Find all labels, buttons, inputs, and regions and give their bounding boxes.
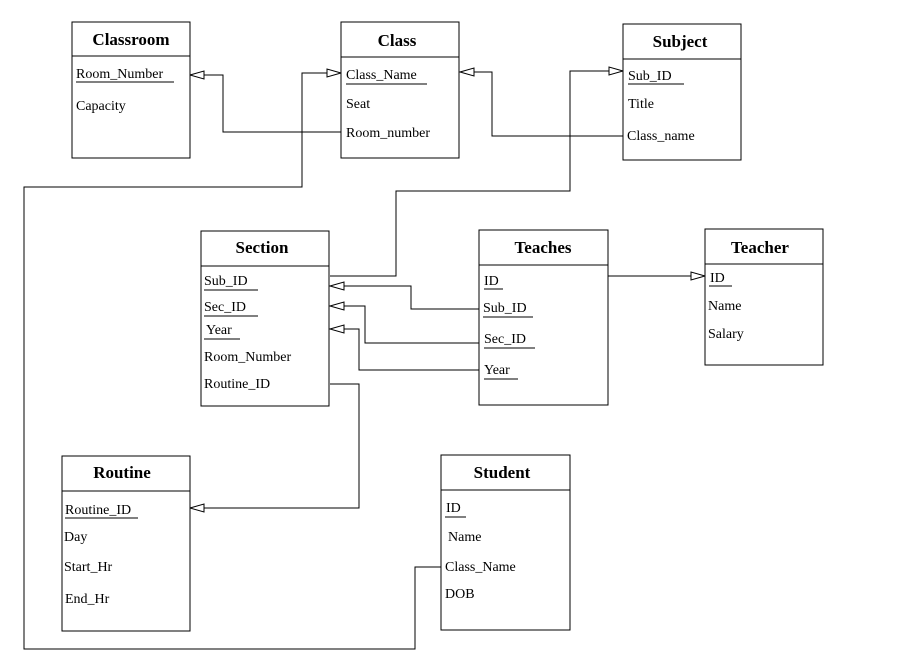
entity-title: Teacher	[731, 238, 789, 257]
attribute-sec-id: Sec_ID	[484, 332, 526, 347]
arrowhead-section-sec-id	[328, 301, 345, 311]
entity-section: Section Sub_ID Sec_ID Year Room_Number R…	[200, 230, 330, 407]
attribute-sub-id: Sub_ID	[204, 274, 248, 289]
arrowhead-class-from-subject	[458, 67, 475, 77]
entity-teaches: Teaches ID Sub_ID Sec_ID Year	[478, 229, 609, 406]
attribute-id: ID	[446, 501, 461, 516]
entity-title: Classroom	[92, 30, 169, 49]
entity-title: Routine	[93, 463, 151, 482]
attribute-day: Day	[64, 530, 87, 545]
rel-section-routine-to-routine	[197, 383, 360, 509]
attribute-id: ID	[710, 271, 725, 286]
attribute-sub-id: Sub_ID	[483, 301, 527, 316]
entity-title: Class	[378, 31, 417, 50]
attribute-name: Name	[708, 299, 741, 314]
entity-routine: Routine Routine_ID Day Start_Hr End_Hr	[61, 455, 191, 632]
arrowhead-section-sub-id	[328, 281, 345, 291]
attribute-class-name: Class_Name	[346, 68, 417, 83]
entity-title: Teaches	[515, 238, 572, 257]
entity-student: Student ID Name Class_Name DOB	[440, 454, 571, 631]
attribute-sec-id: Sec_ID	[204, 300, 246, 315]
rel-section-subid-to-subject	[330, 70, 617, 277]
entity-classroom: Classroom Room_Number Capacity	[71, 21, 191, 159]
attribute-name: Name	[448, 530, 481, 545]
entity-teacher: Teacher ID Name Salary	[704, 228, 824, 366]
attribute-id: ID	[484, 274, 499, 289]
arrowhead-routine-id	[188, 503, 205, 513]
attribute-capacity: Capacity	[76, 99, 126, 114]
arrowhead-section-year	[328, 324, 345, 334]
rel-subject-classname-to-class	[467, 71, 623, 137]
attribute-sub-id: Sub_ID	[628, 69, 672, 84]
arrowhead-classroom-room-number	[188, 70, 205, 80]
attribute-routine-id: Routine_ID	[65, 503, 131, 518]
rel-teaches-secid-to-section	[337, 305, 479, 344]
attribute-class-name: Class_name	[627, 129, 695, 144]
entity-title: Section	[236, 238, 289, 257]
attribute-start-hr: Start_Hr	[64, 560, 113, 575]
entity-title: Student	[474, 463, 531, 482]
attribute-end-hr: End_Hr	[65, 592, 110, 607]
relationship-lines	[23, 66, 707, 650]
attribute-routine-id: Routine_ID	[204, 377, 270, 392]
attribute-seat: Seat	[346, 97, 370, 112]
entity-subject: Subject Sub_ID Title Class_name	[622, 23, 742, 161]
arrowhead-class-from-student	[326, 68, 343, 78]
entity-class: Class Class_Name Seat Room_number	[340, 21, 460, 159]
attribute-room-number: Room_Number	[76, 67, 163, 82]
attribute-year: Year	[484, 363, 510, 378]
attribute-room-number: Room_Number	[204, 350, 291, 365]
rel-teaches-subid-to-section	[337, 285, 479, 310]
rel-class-room-to-classroom	[197, 74, 341, 133]
arrowhead-teacher-id	[690, 271, 707, 281]
rel-teaches-year-to-section	[337, 328, 479, 371]
attribute-class-name: Class_Name	[445, 560, 516, 575]
attribute-dob: DOB	[445, 587, 475, 602]
rel-student-classname-to-class	[23, 72, 441, 650]
attribute-salary: Salary	[708, 327, 744, 342]
entity-title: Subject	[653, 32, 708, 51]
attribute-title: Title	[628, 97, 654, 112]
arrowhead-subject-sub-id	[608, 66, 625, 76]
attribute-year: Year	[206, 323, 232, 338]
attribute-room-number: Room_number	[346, 126, 430, 141]
